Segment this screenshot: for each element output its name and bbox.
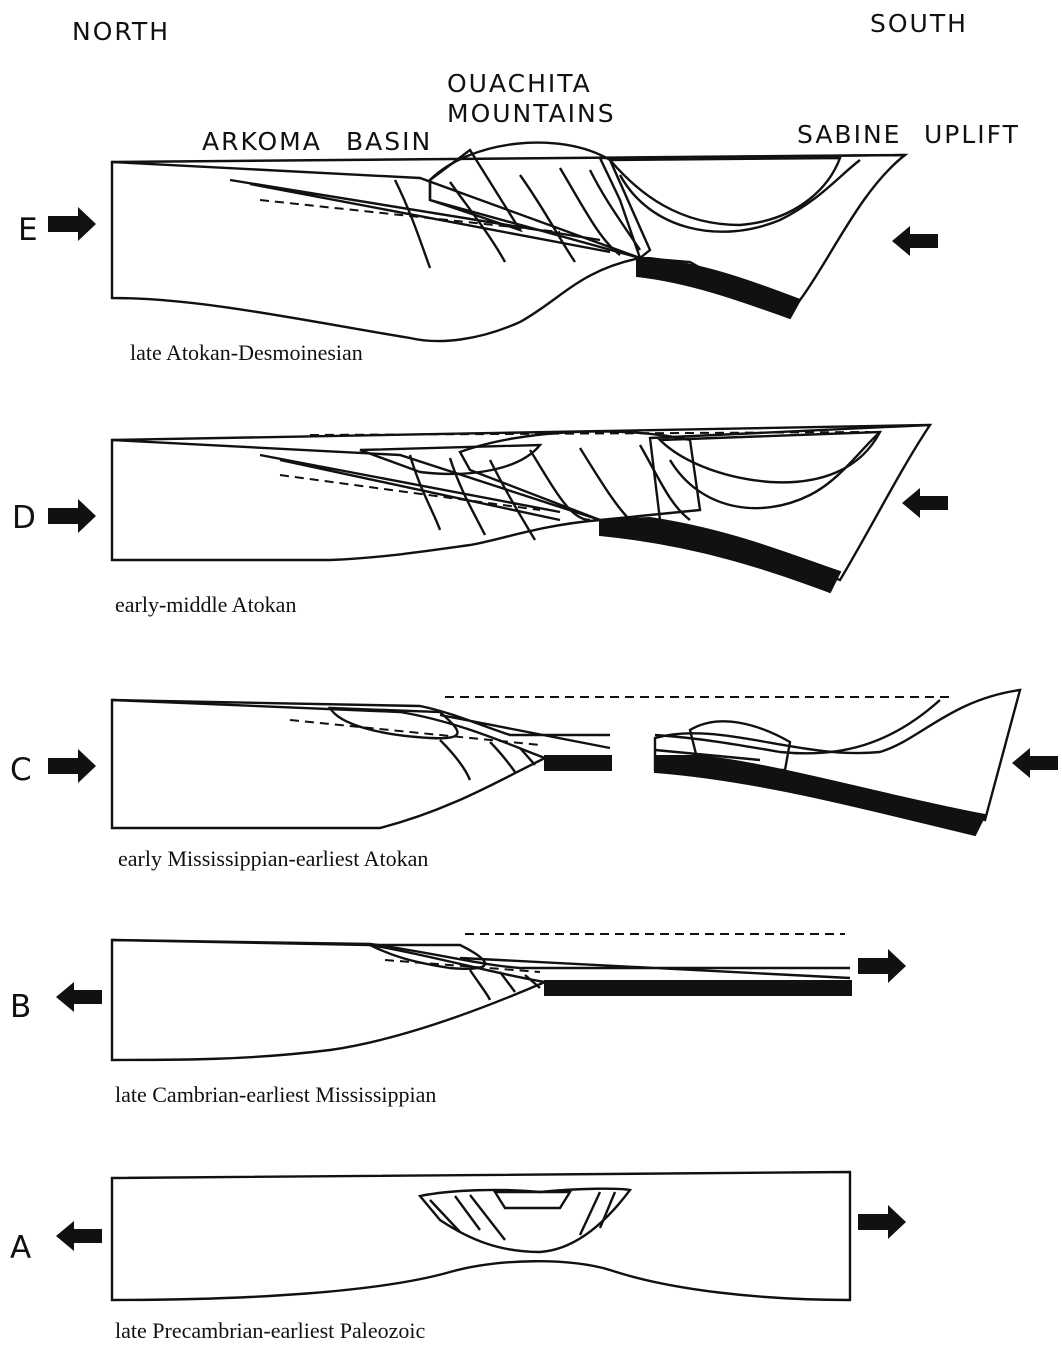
stage-d-arrow-right: [902, 488, 948, 518]
stage-c-section: [112, 690, 1020, 835]
continental-crust-c: [112, 700, 545, 828]
shelf-lines-b: [112, 940, 850, 978]
south-label: SOUTH: [870, 9, 968, 38]
stage-a-arrow-left: [56, 1221, 102, 1251]
stage-b-caption: late Cambrian-earliest Mississippian: [115, 1082, 436, 1107]
stage-a-arrow-right: [858, 1205, 906, 1239]
uplift-label: UPLIFT: [924, 120, 1020, 149]
shelf-lines-south-c: [655, 700, 940, 760]
arkoma-label: ARKOMA: [202, 127, 322, 156]
arrow-icon: [48, 499, 96, 533]
arrow-icon: [1012, 748, 1058, 778]
stage-e-arrow-left: [48, 207, 96, 241]
basin-label: BASIN: [346, 127, 432, 156]
stage-b-arrow-right: [858, 949, 906, 983]
oceanic-crust-north-c: [545, 756, 611, 770]
oceanic-crust-slab-d: [600, 518, 840, 592]
arrow-icon: [892, 226, 938, 256]
stage-b-section: [112, 934, 851, 1060]
stage-b-letter: B: [10, 989, 31, 1025]
arrow-icon: [858, 1205, 906, 1239]
stage-e-letter: E: [18, 212, 38, 248]
rift-basin-a: [420, 1189, 630, 1252]
stage-e-section: [112, 143, 905, 341]
north-label: NORTH: [72, 17, 170, 46]
stage-d-section: [112, 425, 930, 592]
rift-fill-a: [495, 1192, 570, 1208]
arrow-icon: [56, 1221, 102, 1251]
stage-d-caption: early-middle Atokan: [115, 592, 296, 617]
ouachita-label: OUACHITA: [447, 69, 592, 98]
arrow-icon: [48, 207, 96, 241]
oceanic-crust-slab-e: [637, 258, 800, 318]
stage-e-arrow-right: [892, 226, 938, 256]
stage-c-arrow-left: [48, 749, 96, 783]
stage-b-arrow-left: [56, 982, 102, 1012]
shelf-lines-c: [112, 700, 610, 748]
stage-e-caption: late Atokan-Desmoinesian: [130, 340, 363, 365]
stage-c-arrow-right: [1012, 748, 1058, 778]
arrow-icon: [56, 982, 102, 1012]
basin-base-d: [670, 432, 880, 508]
oceanic-crust-b: [545, 981, 851, 995]
stage-c-letter: C: [10, 752, 32, 788]
arrow-icon: [858, 949, 906, 983]
stage-d-letter: D: [12, 500, 36, 536]
mountains-label: MOUNTAINS: [447, 99, 616, 128]
continental-crust-e: [112, 162, 640, 341]
basin-base-e: [620, 160, 860, 232]
oceanic-crust-south-c: [655, 756, 985, 835]
stage-a-letter: A: [10, 1230, 31, 1266]
sabine-label: SABINE: [797, 120, 901, 149]
faults-c: [440, 740, 535, 780]
stage-d-arrow-left: [48, 499, 96, 533]
stage-c-caption: early Mississippian-earliest Atokan: [118, 846, 428, 871]
stage-a-section: [112, 1172, 850, 1300]
basin-fill-e: [610, 158, 840, 225]
arrow-icon: [902, 488, 948, 518]
stage-a-caption: late Precambrian-earliest Paleozoic: [115, 1318, 426, 1343]
arrow-icon: [48, 749, 96, 783]
